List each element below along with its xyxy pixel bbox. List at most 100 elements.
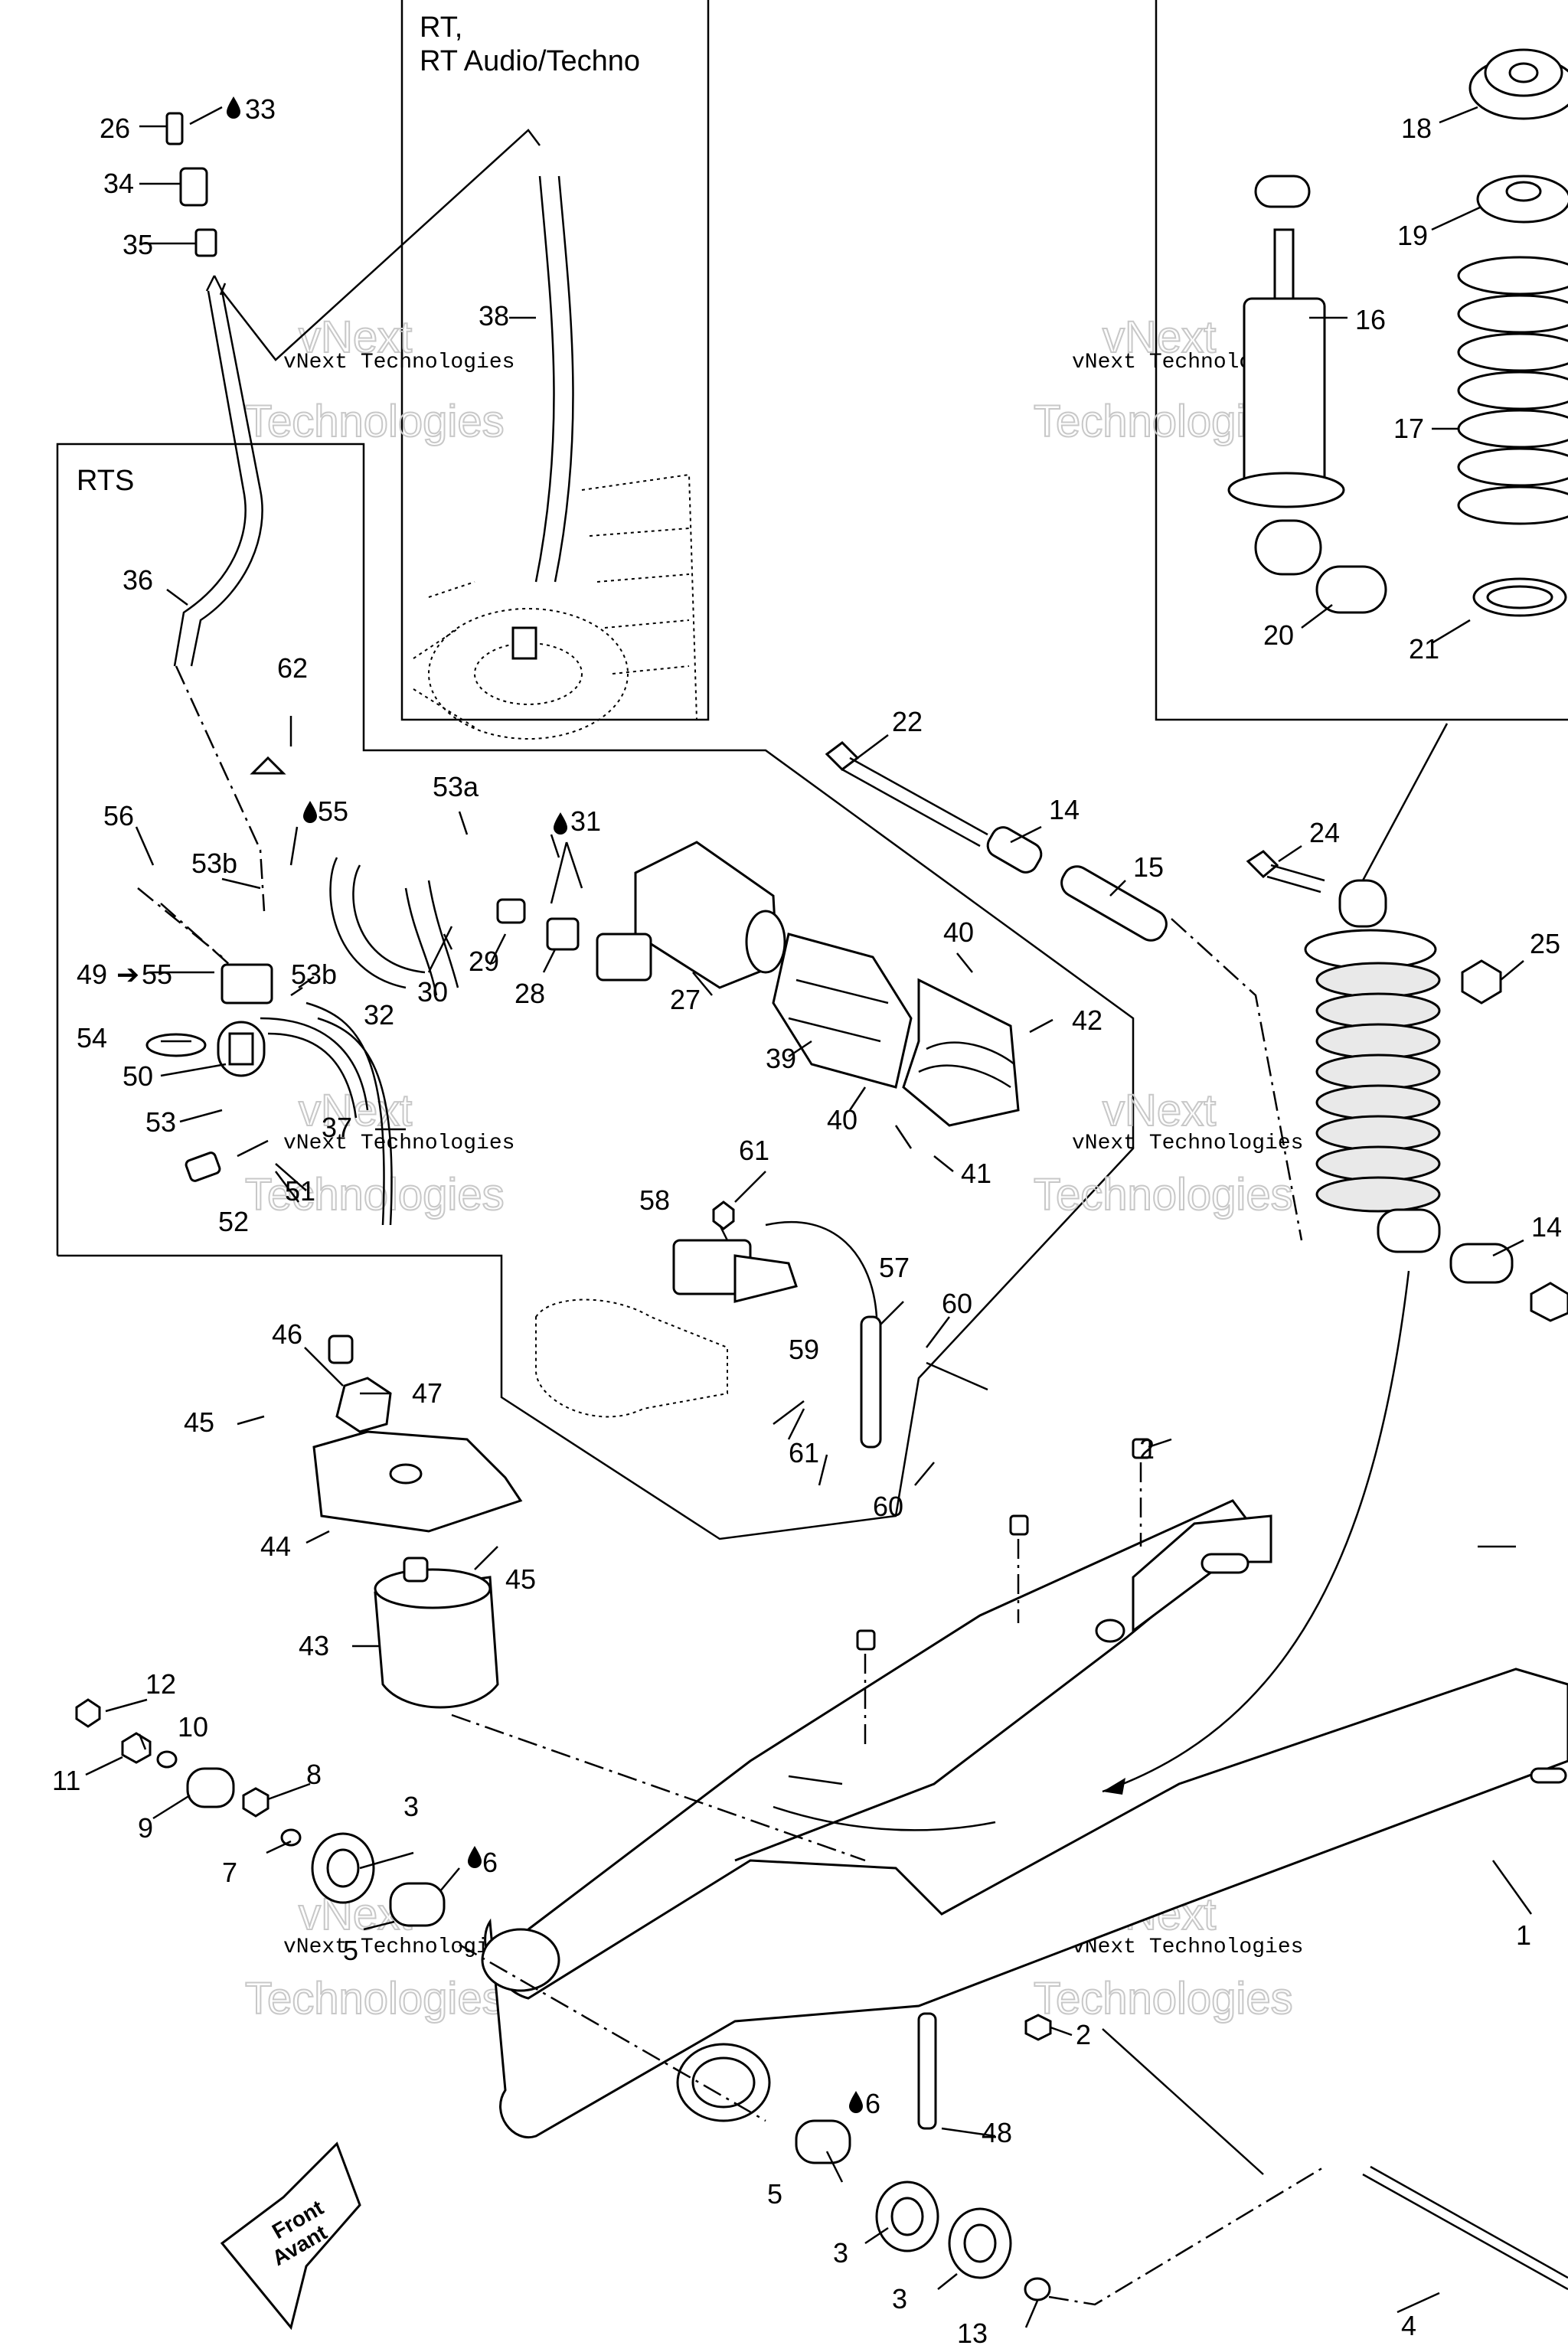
callout-45: 45 <box>184 1406 214 1438</box>
callout-40-b: 40 <box>827 1104 858 1135</box>
callout-19: 19 <box>1397 220 1428 251</box>
inset-rts-box: RTS <box>56 443 1135 1540</box>
arrow-right-icon: ➔ <box>116 959 139 990</box>
callout-28: 28 <box>514 978 545 1009</box>
callout-40: 40 <box>943 916 974 948</box>
callout-11: 11 <box>52 1765 80 1796</box>
callout-27: 27 <box>670 984 701 1015</box>
watermark-text: vNext Technologies <box>283 351 514 374</box>
callout-22: 22 <box>892 706 923 737</box>
callout-51: 51 <box>285 1175 315 1207</box>
bolt-and-spacers <box>825 741 1168 942</box>
callout-55: 55 <box>318 795 348 827</box>
grease-icon <box>303 801 317 823</box>
callout-41: 41 <box>961 1158 991 1189</box>
callout-26: 26 <box>100 113 130 144</box>
callout-38: 38 <box>479 300 509 332</box>
grease-icon <box>849 2091 863 2113</box>
callout-53b: 53b <box>191 848 237 879</box>
callout-21: 21 <box>1409 633 1439 665</box>
callout-33: 33 <box>245 93 276 125</box>
callout-57: 57 <box>879 1252 910 1283</box>
callout-44: 44 <box>260 1530 291 1562</box>
callout-17: 17 <box>1393 413 1424 444</box>
bolt-24 <box>1246 850 1502 1004</box>
callout-53a: 53a <box>433 771 479 802</box>
watermark-text: Technologies <box>1034 1170 1293 1220</box>
leader-lines <box>85 106 1533 2328</box>
callout-2-b: 2 <box>1076 2019 1091 2050</box>
callout-31: 31 <box>570 805 601 837</box>
watermark-text: Technologies <box>245 1170 505 1220</box>
callout-1: 1 <box>1516 1919 1531 1951</box>
main-shock <box>1102 723 1568 1795</box>
callout-14-b: 14 <box>1531 1211 1562 1243</box>
rts-components <box>137 665 459 1226</box>
callout-5-b: 5 <box>767 2178 782 2210</box>
callout-20: 20 <box>1263 619 1294 651</box>
connector-lines <box>451 918 1303 1862</box>
callout-52: 52 <box>218 1206 249 1237</box>
shock-absorber-inset <box>1227 48 1568 617</box>
callout-15: 15 <box>1133 851 1164 883</box>
callout-25: 25 <box>1530 928 1560 959</box>
callout-60-b: 60 <box>873 1491 903 1522</box>
callout-36: 36 <box>122 564 153 596</box>
callout-6-b: 6 <box>865 2088 880 2119</box>
inset-rt-audio-label: RT Audio/Techno <box>420 45 640 77</box>
callout-47: 47 <box>412 1377 443 1409</box>
front-arrow: Front Avant <box>220 2141 361 2331</box>
callout-3: 3 <box>403 1791 419 1822</box>
watermark-text: Technologies <box>245 1974 505 2024</box>
callout-13: 13 <box>957 2318 988 2349</box>
callout-55-b: 55 <box>142 959 172 990</box>
watermark-text: vNext <box>1102 1086 1216 1135</box>
callout-9: 9 <box>138 1812 153 1844</box>
callout-24: 24 <box>1309 817 1340 848</box>
callout-49: 49 <box>77 959 107 990</box>
main-shock-coils <box>1315 962 1441 1213</box>
inset-rt-label: RT, <box>420 11 462 44</box>
callout-37: 37 <box>322 1112 352 1143</box>
callout-58: 58 <box>639 1184 670 1216</box>
callout-numbers: 26 33 34 35 38 36 62 18 19 16 17 20 21 2… <box>52 93 1562 2349</box>
callout-6: 6 <box>482 1847 498 1878</box>
watermark-text: vNext Technologies <box>1072 1936 1303 1959</box>
callout-35: 35 <box>122 229 153 260</box>
callout-54: 54 <box>77 1022 107 1054</box>
swing-arm <box>481 1499 1568 2139</box>
callout-7: 7 <box>222 1857 237 1888</box>
grease-fitting-group <box>165 112 574 667</box>
callout-62: 62 <box>277 652 308 684</box>
callout-29: 29 <box>469 946 499 977</box>
watermark-text: vNext Technologies <box>1072 1132 1303 1155</box>
pivot-parts <box>75 1698 1568 2306</box>
watermark-text: Technologies <box>245 397 505 446</box>
callout-30: 30 <box>417 976 448 1008</box>
callout-39: 39 <box>766 1043 796 1074</box>
callout-4: 4 <box>1401 2310 1416 2341</box>
inset-rts-label: RTS <box>77 465 134 497</box>
callout-48: 48 <box>982 2117 1012 2148</box>
callout-46: 46 <box>272 1318 302 1350</box>
watermark-text: vNext Technologies <box>283 1936 514 1959</box>
watermark-text: vNext Technologies <box>283 1132 514 1155</box>
callout-56: 56 <box>103 800 134 831</box>
callout-59: 59 <box>789 1334 819 1365</box>
rt-inset-schematic <box>413 473 697 740</box>
callout-42: 42 <box>1072 1004 1102 1036</box>
callout-3-c: 3 <box>892 2283 907 2314</box>
watermark-text: vNext <box>1102 312 1216 362</box>
grease-icon <box>554 812 567 835</box>
callout-2: 2 <box>1139 1433 1155 1465</box>
sensor-bracket <box>535 1200 882 1449</box>
spring-coils <box>1457 256 1568 525</box>
callout-61-b: 61 <box>789 1437 819 1468</box>
air-cylinder <box>312 1334 523 1709</box>
callout-60: 60 <box>942 1288 972 1319</box>
motor-assembly <box>496 841 1020 1127</box>
callout-53b-2: 53b <box>291 959 337 990</box>
callout-10: 10 <box>178 1711 208 1743</box>
grease-icon <box>468 1846 482 1868</box>
